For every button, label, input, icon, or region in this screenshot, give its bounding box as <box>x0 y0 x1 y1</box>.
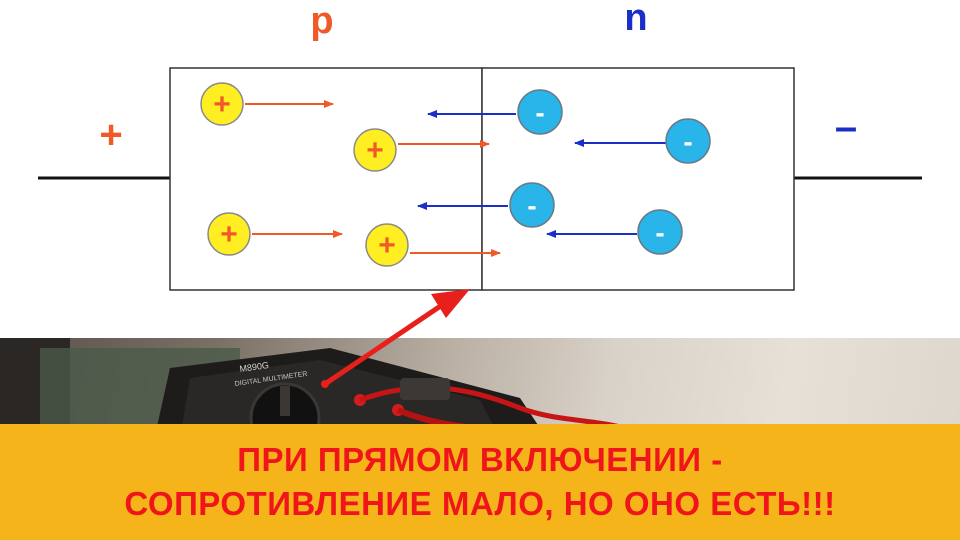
hole-particle: + <box>353 128 397 172</box>
svg-text:-: - <box>535 97 544 128</box>
hole-particle: + <box>365 223 409 267</box>
svg-text:+: + <box>378 229 396 262</box>
svg-text:-: - <box>655 217 664 248</box>
svg-text:-: - <box>683 126 692 157</box>
meter-model-text: M890G <box>239 360 270 374</box>
caption-line-2: СОПРОТИВЛЕНИЕ МАЛО, НО ОНО ЕСТЬ!!! <box>124 485 836 522</box>
svg-text:+: + <box>213 88 231 121</box>
svg-text:+: + <box>366 134 384 167</box>
electron-particle: - <box>665 118 711 164</box>
svg-text:+: + <box>220 218 238 251</box>
caption-banner: ПРИ ПРЯМОМ ВКЛЮЧЕНИИ - СОПРОТИВЛЕНИЕ МАЛ… <box>0 424 960 540</box>
negative-terminal-label: – <box>835 105 857 149</box>
electron-particle: - <box>509 182 555 228</box>
n-region-label: n <box>624 0 647 39</box>
electron-particle: - <box>637 209 683 255</box>
pn-junction-diagram: p n + – + + + + - - - <box>38 0 922 291</box>
positive-terminal-label: + <box>99 113 122 157</box>
electron-particle: - <box>517 89 563 135</box>
svg-text:-: - <box>527 190 536 221</box>
caption-line-1: ПРИ ПРЯМОМ ВКЛЮЧЕНИИ - <box>237 441 723 478</box>
hole-particle: + <box>200 82 244 126</box>
p-region-label: p <box>310 0 333 42</box>
hole-particle: + <box>207 212 251 256</box>
